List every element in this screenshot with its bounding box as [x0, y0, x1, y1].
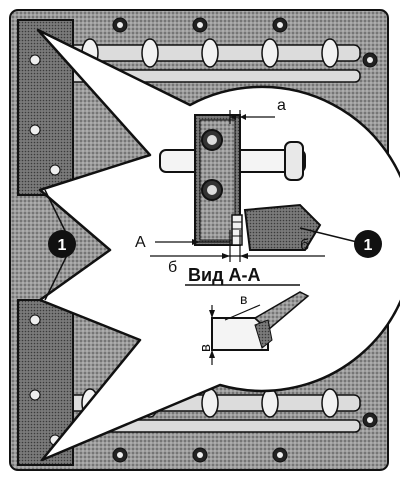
callout-badge-left: 1	[48, 230, 76, 258]
dimension-label-a: а	[277, 97, 286, 114]
dimension-label-b-right: б	[300, 237, 309, 254]
callout-number-right: 1	[364, 237, 373, 254]
callout-number-left: 1	[58, 237, 67, 254]
view-title: Вид А-А	[188, 265, 260, 285]
callout-badge-right: 1	[354, 230, 382, 258]
section-label-A: А	[135, 234, 146, 251]
detail-view	[150, 110, 325, 365]
dimension-label-b-left: б	[168, 259, 177, 276]
dimension-label-v-slanted: в	[240, 291, 247, 307]
dimension-label-v-vertical: в	[197, 344, 214, 352]
